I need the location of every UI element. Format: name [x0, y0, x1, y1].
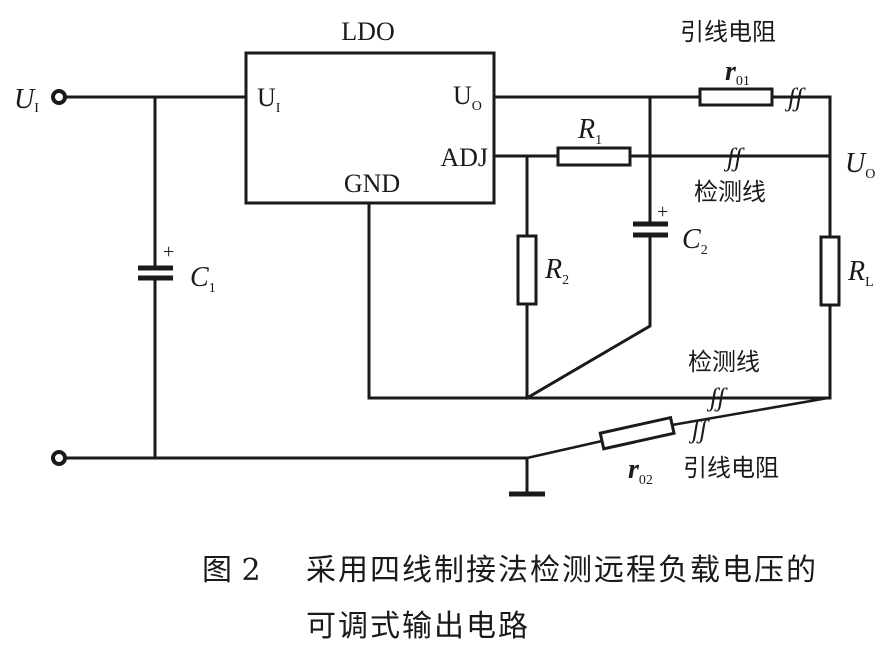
r01-label: r01: [725, 56, 750, 89]
sense-line-top-label: 检测线: [694, 178, 766, 206]
ldo-title: LDO: [341, 17, 394, 46]
r1-label: R1: [577, 114, 602, 148]
ldo-pin-uo: UO: [453, 81, 482, 114]
rl-label: RL: [847, 256, 874, 290]
r1-resistor: [556, 146, 632, 167]
caption-line-1: 采用四线制接法检测远程负载电压的: [306, 553, 818, 588]
lead-resistance-bottom-label: 引线电阻: [683, 454, 779, 482]
r02-resistor: [598, 415, 676, 451]
c1-label: C1: [190, 262, 216, 296]
r02-lead-left: [526, 439, 603, 460]
lead-resistance-top-label: 引线电阻: [680, 18, 776, 46]
r01-break-icon: ʃʃ: [784, 83, 806, 112]
sense-line-bottom-break-icon: ʃʃ: [706, 383, 728, 412]
rl-resistor: [819, 235, 841, 307]
input-label: UI: [14, 84, 39, 116]
c1-plus: +: [163, 241, 174, 263]
ldo-pin-adj: ADJ: [440, 143, 488, 172]
ldo-pin-ui: UI: [257, 83, 281, 116]
r01-resistor: [698, 87, 774, 107]
sense-line-top-break-icon: ʃʃ: [723, 143, 745, 172]
c2-label: C2: [682, 224, 708, 258]
input-terminal-top: [51, 89, 67, 105]
figure-number: 图 2: [202, 553, 261, 588]
r02-break-icon: ʃʃ: [688, 415, 710, 444]
ldo-pin-gnd: GND: [344, 169, 400, 198]
output-label: UO: [845, 148, 875, 182]
r2-label: R2: [544, 254, 569, 288]
r2-resistor: [516, 234, 538, 306]
input-terminal-bottom: [51, 450, 67, 466]
c2-wire-bottom: [524, 233, 652, 401]
r02-label: r02: [628, 454, 653, 488]
c2-plus: +: [657, 201, 668, 223]
r02-lead-right: [671, 396, 829, 427]
caption-line-2: 可调式输出电路: [306, 609, 530, 644]
sense-line-bottom-label: 检测线: [688, 348, 760, 376]
